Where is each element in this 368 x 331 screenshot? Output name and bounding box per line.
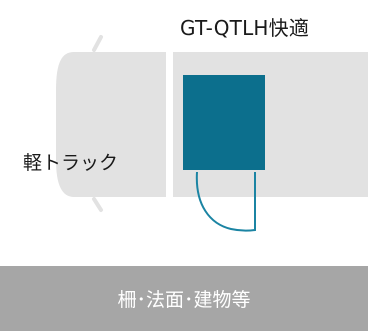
truck-cab xyxy=(56,52,166,197)
obstacle-bar: 柵･法面･建物等 xyxy=(0,266,368,331)
mirror-bottom xyxy=(92,197,103,212)
door-swing-path xyxy=(195,171,256,232)
installed-unit xyxy=(183,75,265,170)
product-name-label: GT-QTLH快適 xyxy=(180,16,310,40)
obstacle-label: 柵･法面･建物等 xyxy=(117,289,251,311)
vehicle-label: 軽トラック xyxy=(23,152,119,174)
mirror-top xyxy=(92,35,103,52)
